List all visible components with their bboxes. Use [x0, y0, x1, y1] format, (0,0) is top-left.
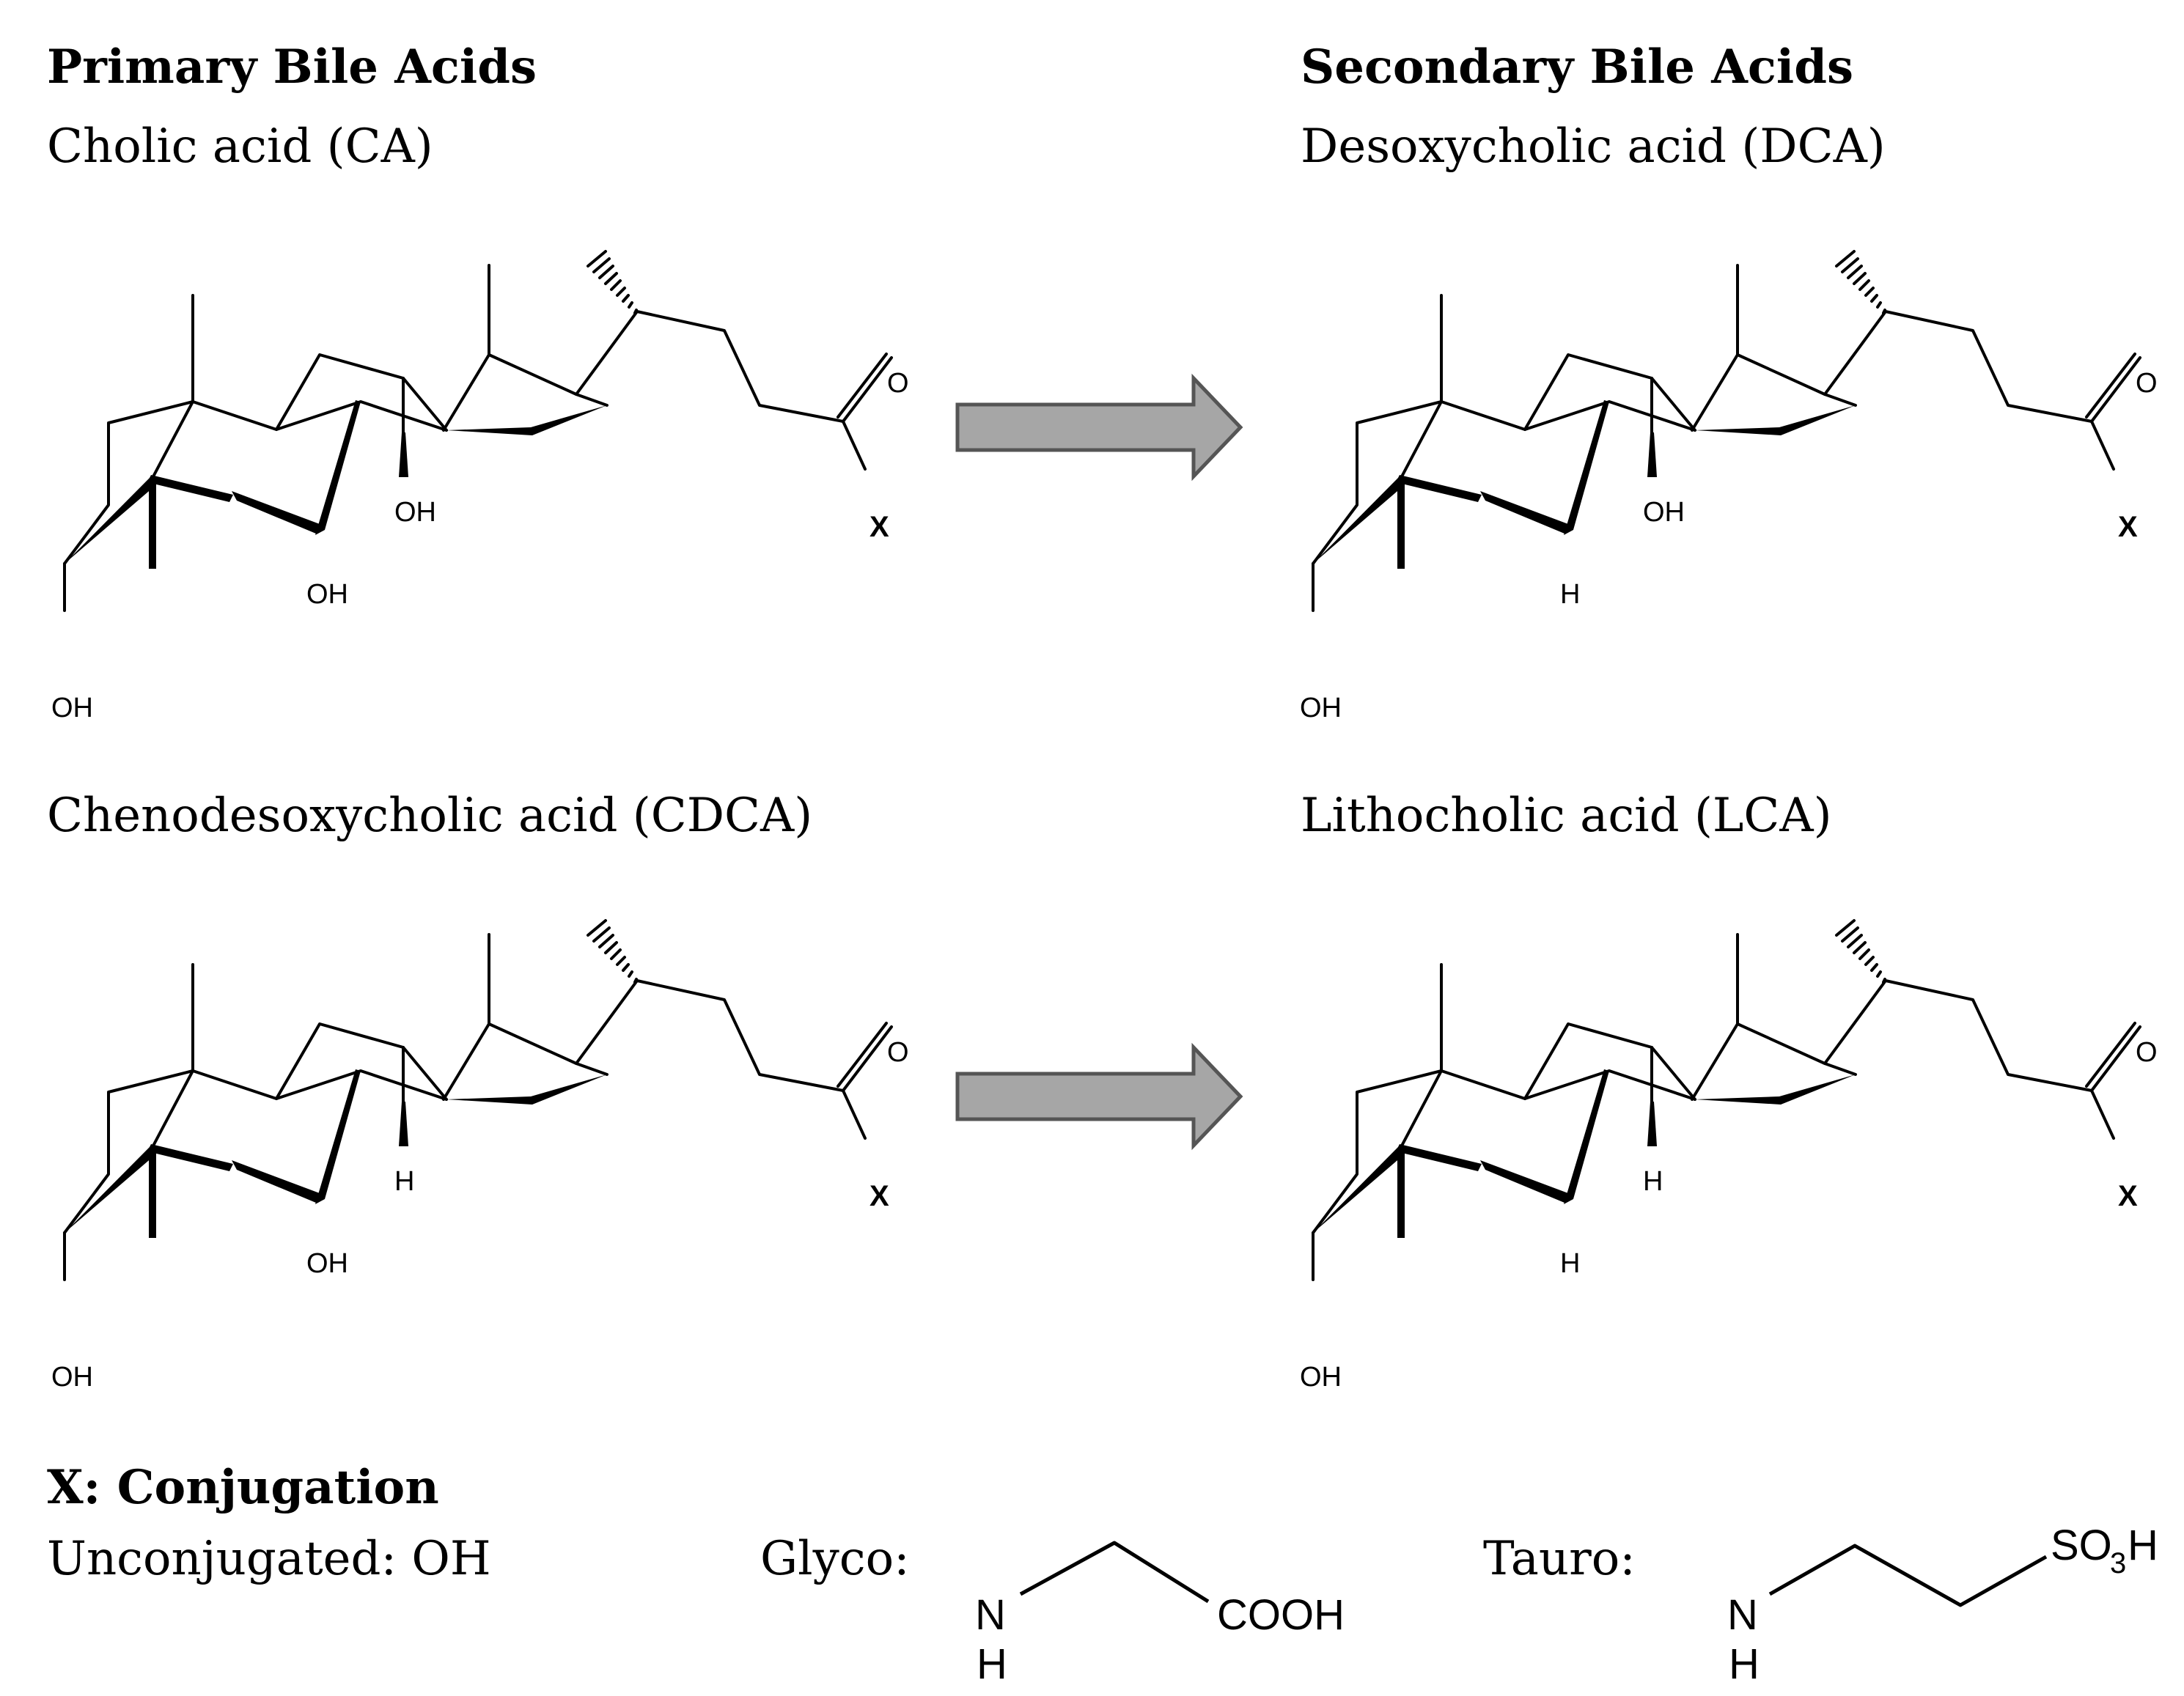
molecule-name-lca: Lithocholic acid (LCA) [1301, 789, 1832, 843]
c12-substituent: H [394, 1166, 414, 1197]
x-group: X [869, 1180, 889, 1212]
x-group: X [2118, 511, 2138, 543]
carbonyl-o: O [887, 1037, 909, 1068]
c3-substituent: OH [51, 1362, 93, 1393]
x-group: X [869, 511, 889, 543]
molecule-name-ca: Cholic acid (CA) [47, 119, 433, 174]
tauro-subscript-3: 3 [2110, 1547, 2126, 1579]
glycine-structure: N H COOH [975, 1541, 1345, 1688]
c7-substituent: OH [306, 1248, 348, 1279]
structure-dca: OH H OH X O [1300, 250, 2158, 723]
tauro-so: SO [2051, 1522, 2112, 1569]
c12-substituent: OH [1643, 497, 1685, 528]
primary-heading: Primary Bile Acids [47, 40, 537, 95]
glyco-label: Glyco: [760, 1532, 910, 1586]
molecule-name-cdca: Chenodesoxycholic acid (CDCA) [47, 789, 813, 843]
glyco-h: H [977, 1640, 1007, 1688]
glyco-cooh: COOH [1217, 1591, 1345, 1639]
tauro-n: N [1727, 1591, 1758, 1639]
c12-substituent: H [1643, 1166, 1663, 1197]
c3-substituent: OH [51, 693, 93, 723]
c7-substituent: H [1560, 579, 1580, 610]
c7-substituent: OH [306, 579, 348, 610]
x-group: X [2118, 1180, 2138, 1212]
tauro-h: H [1729, 1640, 1760, 1688]
conjugation-title: X: Conjugation [47, 1460, 439, 1515]
conversion-arrow-top [955, 373, 1243, 482]
c3-substituent: OH [1300, 1362, 1342, 1393]
c12-substituent: OH [394, 497, 436, 528]
conversion-arrow-bottom [955, 1042, 1243, 1151]
carbonyl-o: O [887, 368, 909, 399]
structure-ca: OH OH OH X O [51, 250, 909, 723]
carbonyl-o: O [2136, 368, 2158, 399]
glyco-n: N [975, 1591, 1006, 1639]
molecule-name-dca: Desoxycholic acid (DCA) [1301, 119, 1886, 174]
tauro-h-end: H [2128, 1522, 2158, 1569]
structure-lca: H H OH X O [1300, 919, 2158, 1393]
carbonyl-o: O [2136, 1037, 2158, 1068]
unconjugated-label: Unconjugated: OH [47, 1532, 491, 1586]
c3-substituent: OH [1300, 693, 1342, 723]
c7-substituent: H [1560, 1248, 1580, 1279]
tauro-label: Tauro: [1483, 1532, 1636, 1586]
secondary-heading: Secondary Bile Acids [1301, 40, 1853, 95]
taurine-structure: N H SO 3 H [1727, 1522, 2158, 1688]
structure-cdca: H OH OH X O [51, 919, 909, 1393]
